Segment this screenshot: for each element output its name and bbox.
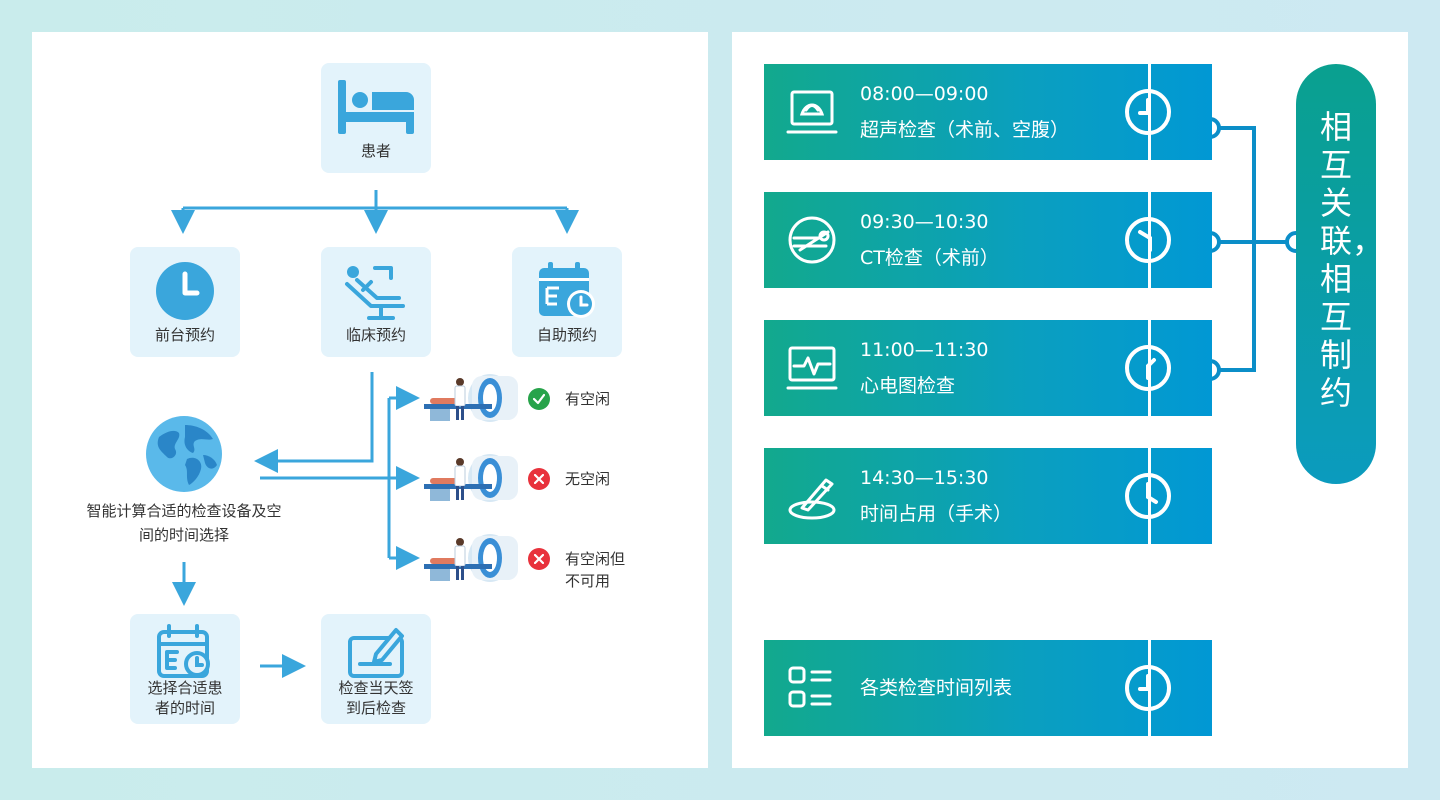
- self-service-node: 自助预约: [512, 247, 622, 357]
- patient-node: 患者: [321, 63, 431, 173]
- self-service-label: 自助预约: [536, 326, 597, 344]
- relation-badge: 相互关联，相互制约: [1296, 64, 1385, 484]
- checkin-label: 检查当天签到后检查: [338, 679, 414, 717]
- status-label: 有空闲但不可用: [565, 550, 626, 590]
- status-available: 有空闲: [528, 388, 610, 410]
- schedule-list-card[interactable]: 各类检查时间列表: [764, 640, 1212, 736]
- front-desk-label: 前台预约: [154, 326, 215, 344]
- relation-label: 相互关联，相互制约: [1320, 108, 1385, 412]
- scalpel-icon: [786, 472, 838, 520]
- machine-image: [420, 532, 520, 584]
- globe-icon: [145, 415, 223, 493]
- machine-image: [420, 372, 520, 424]
- card-name: 各类检查时间列表: [860, 677, 1013, 699]
- x-icon: [528, 548, 550, 570]
- schedule-card-ct[interactable]: 09:30—10:30 CT检查（术前）: [764, 192, 1212, 288]
- schedule-card-ecg[interactable]: 11:00—11:30 心电图检查: [764, 320, 1212, 416]
- clock-icon: [1124, 216, 1172, 264]
- status-label: 有空闲: [565, 390, 611, 408]
- list-icon: [786, 664, 838, 712]
- card-time: 08:00—09:00: [860, 83, 989, 105]
- bed-icon: [321, 75, 431, 139]
- ultrasound-icon: [786, 88, 838, 136]
- calendar-clock-icon: [130, 620, 240, 684]
- select-time-label: 选择合适患者的时间: [147, 679, 223, 717]
- patient-label: 患者: [360, 142, 391, 160]
- card-name: 时间占用（手术）: [860, 503, 1013, 525]
- card-time: 11:00—11:30: [860, 339, 989, 361]
- clock-icon: [1124, 344, 1172, 392]
- front-desk-node: 前台预约: [130, 247, 240, 357]
- card-name: 超声检查（术前、空腹）: [860, 119, 1070, 141]
- ecg-monitor-icon: [786, 344, 838, 392]
- clock-icon: [1124, 472, 1172, 520]
- compute-label: 智能计算合适的检查设备及空间的时间选择: [86, 502, 282, 544]
- clock-icon: [1124, 664, 1172, 712]
- ct-scanner-icon: [786, 216, 838, 264]
- clinical-node: 临床预约: [321, 247, 431, 357]
- status-available-unusable: 有空闲但不可用: [528, 548, 635, 592]
- machine-image: [420, 452, 520, 504]
- check-icon: [528, 388, 550, 410]
- dental-chair-icon: [321, 259, 431, 323]
- card-name: 心电图检查: [860, 375, 956, 397]
- schedule-card-ultrasound[interactable]: 08:00—09:00 超声检查（术前、空腹）: [764, 64, 1212, 160]
- clock-icon: [1124, 88, 1172, 136]
- clinical-label: 临床预约: [345, 326, 406, 344]
- sign-in-icon: [321, 620, 431, 684]
- checkin-node: 检查当天签到后检查: [321, 614, 431, 724]
- schedule-card-surgery[interactable]: 14:30—15:30 时间占用（手术）: [764, 448, 1212, 544]
- status-unavailable: 无空闲: [528, 468, 610, 490]
- card-time: 14:30—15:30: [860, 467, 989, 489]
- card-name: CT检查（术前）: [860, 247, 999, 269]
- select-time-node: 选择合适患者的时间: [130, 614, 240, 724]
- clock-icon: [130, 259, 240, 323]
- card-time: 09:30—10:30: [860, 211, 989, 233]
- x-icon: [528, 468, 550, 490]
- status-label: 无空闲: [565, 470, 611, 488]
- calendar-clock-icon: [512, 259, 622, 323]
